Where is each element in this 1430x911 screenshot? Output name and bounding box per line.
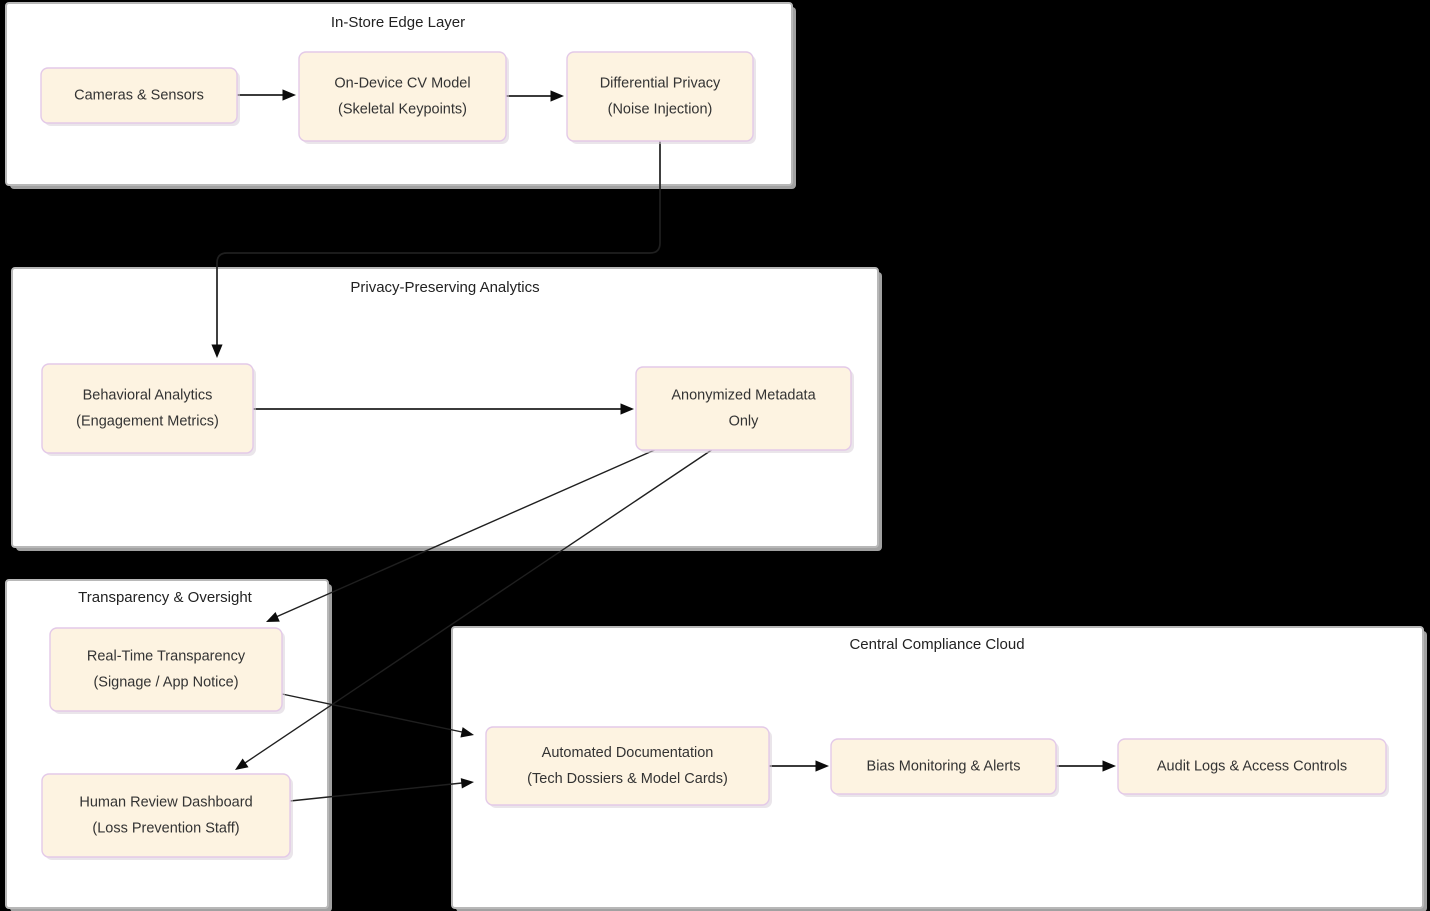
node-label: Only [729,413,760,429]
node-label: Automated Documentation [542,745,714,761]
arrowhead-docs-to-bias [815,760,829,772]
node-box[interactable] [298,51,507,142]
node-label: (Loss Prevention Staff) [92,820,239,836]
cluster-title: Privacy-Preserving Analytics [350,279,539,296]
node-box[interactable] [41,773,291,858]
node-label: Bias Monitoring & Alerts [867,758,1021,774]
node-label: (Skeletal Keypoints) [338,101,467,117]
node-label: Behavioral Analytics [83,387,213,403]
node-label: On-Device CV Model [334,75,470,91]
cluster-box [11,267,879,548]
arrowhead-anonymized-to-transparency [266,612,280,622]
node-label: Anonymized Metadata [671,387,816,403]
arrowhead-transparency-to-docs [460,727,474,738]
node-label: Cameras & Sensors [74,87,204,103]
cluster-title: In-Store Edge Layer [331,14,465,31]
cluster-title: Transparency & Oversight [78,589,253,606]
cluster-title: Central Compliance Cloud [849,636,1024,653]
node-box[interactable] [635,366,852,451]
edge-transparency-to-docs [281,693,463,733]
node-box[interactable] [41,363,254,454]
arrowhead-humanreview-to-docs [460,778,474,789]
node-box[interactable] [40,67,238,124]
node-group: Cameras & Sensors On-Device CV Model (Skel… [40,51,1389,860]
node-audit-logs[interactable]: Audit Logs & Access Controls [1117,738,1389,797]
edge-dp-to-behavioral [216,141,661,345]
node-label: (Engagement Metrics) [76,413,219,429]
node-automated-documentation[interactable]: Automated Documentation (Tech Dossiers & … [485,726,772,808]
arrowhead-behavioral-to-anonymized [620,403,634,415]
arrowhead-dp-to-behavioral [211,344,223,358]
node-box[interactable] [485,726,770,806]
node-label: Differential Privacy [600,75,721,91]
node-label: Human Review Dashboard [79,794,252,810]
edge-anonymized-to-transparency [275,440,676,618]
node-label: (Tech Dossiers & Model Cards) [527,771,728,787]
arrowhead-cameras-to-cvmodel [282,89,296,101]
node-label: (Noise Injection) [608,101,713,117]
node-differential-privacy[interactable]: Differential Privacy (Noise Injection) [566,51,756,144]
arrowhead-bias-to-audit [1102,760,1116,772]
edge-humanreview-to-docs [289,782,463,802]
arrowhead-cvmodel-to-dp [550,90,564,102]
node-human-review-dashboard[interactable]: Human Review Dashboard (Loss Prevention S… [41,773,293,860]
node-cameras-sensors[interactable]: Cameras & Sensors [40,67,240,126]
node-realtime-transparency[interactable]: Real-Time Transparency (Signage / App Not… [49,627,285,714]
node-box[interactable] [830,738,1057,795]
arrowhead-anonymized-to-humanreview [235,758,249,770]
edge-group [211,89,1116,802]
node-label: Real-Time Transparency [87,648,246,664]
node-box[interactable] [1117,738,1387,795]
node-behavioral-analytics[interactable]: Behavioral Analytics (Engagement Metrics) [41,363,256,456]
edge-anonymized-to-humanreview [244,442,723,764]
node-label: Audit Logs & Access Controls [1157,758,1347,774]
node-box[interactable] [49,627,283,712]
node-box[interactable] [566,51,754,142]
node-bias-monitoring[interactable]: Bias Monitoring & Alerts [830,738,1059,797]
node-label: (Signage / App Notice) [93,674,238,690]
node-cv-model[interactable]: On-Device CV Model (Skeletal Keypoints) [298,51,509,144]
